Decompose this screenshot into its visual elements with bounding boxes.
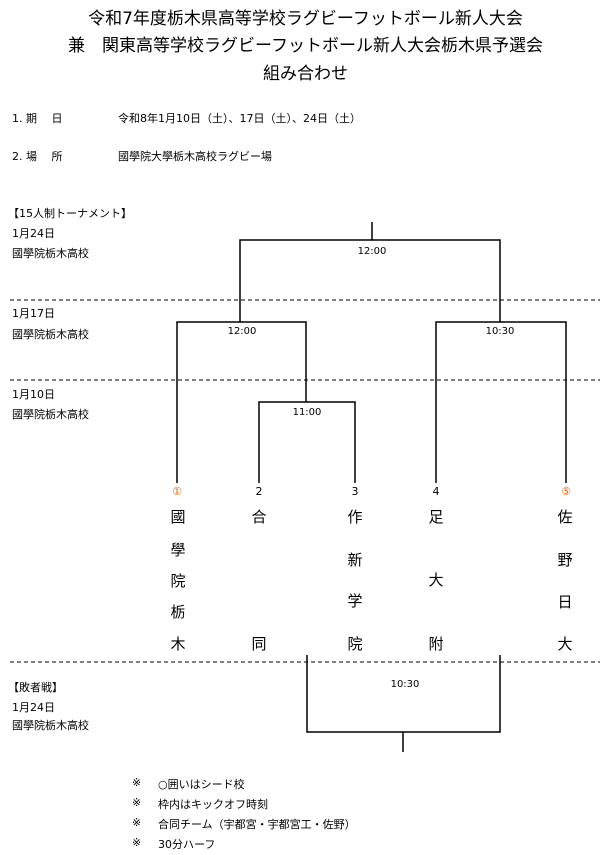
quarter-time: 11:00 xyxy=(292,407,322,418)
team-number: ① xyxy=(172,485,182,498)
team-name-char: 大 xyxy=(428,571,444,589)
team-name-char: 附 xyxy=(428,635,444,653)
final-bracket xyxy=(239,222,501,322)
semi-right-bracket xyxy=(435,321,567,483)
team-number: ⑤ xyxy=(561,485,571,498)
team-name-char: 學 xyxy=(170,541,186,559)
round-date: 1月10日 xyxy=(12,388,55,401)
team-name-char: 院 xyxy=(170,572,186,590)
title-line-2: 兼 関東高等学校ラグビーフットボール新人大会栃木県予選会 xyxy=(68,36,543,56)
team-name-char: 野 xyxy=(557,551,573,569)
team-name-char: 佐 xyxy=(557,508,573,526)
note-text: 合同チーム（宇都宮・宇都宮工・佐野） xyxy=(158,818,356,831)
semi-right-time: 10:30 xyxy=(485,326,515,337)
team-name-char: 学 xyxy=(347,592,363,610)
round-date: 1月17日 xyxy=(12,307,55,320)
team-name-char: 合 xyxy=(251,508,267,526)
team-name-char: 院 xyxy=(347,635,363,653)
team-name-char: 同 xyxy=(251,635,267,653)
team-name-char: 栃 xyxy=(170,603,186,621)
note-text: ○囲いはシード校 xyxy=(158,778,245,791)
team-name-char: 大 xyxy=(557,635,573,653)
team-name-char: 國 xyxy=(170,508,186,526)
note-text: 枠内はキックオフ時刻 xyxy=(158,798,268,811)
note-mark: ※ xyxy=(132,816,142,829)
consolation-bracket xyxy=(306,655,501,752)
title-line-1: 令和7年度栃木県高等学校ラグビーフットボール新人大会 xyxy=(88,9,523,29)
consolation-venue: 國學院栃木高校 xyxy=(12,719,89,732)
team-name-char: 木 xyxy=(170,635,186,653)
round-venue: 國學院栃木高校 xyxy=(12,247,89,260)
semi-left-bracket xyxy=(176,321,307,483)
team-number: 3 xyxy=(351,485,359,498)
team-name-char: 足 xyxy=(428,508,444,526)
consolation-time: 10:30 xyxy=(390,679,420,690)
consolation-heading: 【敗者戦】 xyxy=(8,681,63,694)
info-date-label: 1. 期 日 xyxy=(12,112,63,125)
info-venue-label: 2. 場 所 xyxy=(12,150,63,163)
team-name-char: 日 xyxy=(557,593,573,611)
info-date-value: 令和8年1月10日（土）、17日（土）、24日（土） xyxy=(118,112,361,125)
note-text: 30分ハーフ xyxy=(158,838,216,851)
title-line-3: 組み合わせ xyxy=(263,64,348,84)
team-number: 4 xyxy=(432,485,440,498)
round-date: 1月24日 xyxy=(12,227,55,240)
note-mark: ※ xyxy=(132,796,142,809)
team-name-char: 作 xyxy=(347,508,363,526)
quarter-bracket xyxy=(258,401,356,483)
team-name-char: 新 xyxy=(347,551,363,569)
info-venue-value: 國學院大學栃木高校ラグビー場 xyxy=(118,150,272,163)
tournament-heading: 【15人制トーナメント】 xyxy=(8,207,132,220)
round-venue: 國學院栃木高校 xyxy=(12,328,89,341)
final-time: 12:00 xyxy=(357,246,387,257)
semi-left-time: 12:00 xyxy=(227,326,257,337)
round-venue: 國學院栃木高校 xyxy=(12,408,89,421)
note-mark: ※ xyxy=(132,776,142,789)
team-number: 2 xyxy=(255,485,263,498)
note-mark: ※ xyxy=(132,836,142,849)
consolation-date: 1月24日 xyxy=(12,701,55,714)
